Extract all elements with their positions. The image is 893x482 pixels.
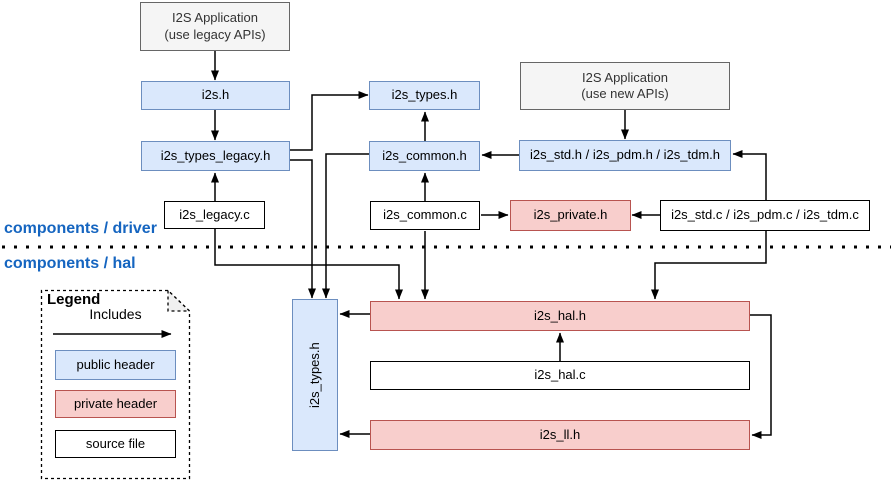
node-i2s-std-pdm-tdm-h: i2s_std.h / i2s_pdm.h / i2s_tdm.h bbox=[519, 140, 731, 171]
node-label-line2: (use legacy APIs) bbox=[164, 26, 266, 42]
node-label-line2: (use new APIs) bbox=[581, 86, 669, 101]
edge-i2s-std-c-to-i2s-std-h bbox=[732, 150, 767, 200]
node-i2s-common-h: i2s_common.h bbox=[369, 141, 480, 171]
node-i2s-application-legacy: I2S Application (use legacy APIs) bbox=[140, 2, 290, 51]
node-label-line1: I2S Application bbox=[581, 69, 668, 85]
node-label-rotated: i2s_types.h bbox=[306, 342, 322, 408]
edge-i2s-std-c-to-i2s-hal-h bbox=[651, 230, 767, 300]
edge-i2s-types-legacy-h-to-i2s-types-h-hal bbox=[290, 159, 316, 299]
legend-title: Legend bbox=[47, 291, 101, 308]
edge-i2s-types-legacy-h-to-i2s-types-h-driver bbox=[290, 91, 369, 151]
node-i2s-h: i2s.h bbox=[141, 81, 290, 110]
node-i2s-types-legacy-h: i2s_types_legacy.h bbox=[141, 141, 290, 171]
node-i2s-std-pdm-tdm-c: i2s_std.c / i2s_pdm.c / i2s_tdm.c bbox=[660, 200, 870, 231]
section-label-hal: components / hal bbox=[4, 255, 136, 272]
section-label-driver: components / driver bbox=[4, 220, 157, 237]
node-i2s-hal-h: i2s_hal.h bbox=[370, 301, 750, 331]
node-label-line1: I2S Application bbox=[171, 10, 258, 26]
node-i2s-types-h-hal: i2s_types.h bbox=[292, 299, 338, 451]
edge-i2s-hal-h-to-i2s-ll-h bbox=[750, 314, 772, 439]
edge-i2s-common-h-to-i2s-types-h-hal bbox=[322, 153, 371, 299]
node-i2s-types-h-driver: i2s_types.h bbox=[369, 81, 480, 110]
node-i2s-hal-c: i2s_hal.c bbox=[370, 361, 750, 390]
node-i2s-common-c: i2s_common.c bbox=[370, 201, 480, 230]
node-i2s-application-new: I2S Application (use new APIs) bbox=[520, 62, 730, 110]
node-i2s-private-h: i2s_private.h bbox=[510, 200, 631, 231]
node-i2s-legacy-c: i2s_legacy.c bbox=[164, 201, 265, 229]
legend-private-header-swatch: private header bbox=[55, 390, 176, 418]
legend-includes-label: Includes bbox=[89, 306, 142, 322]
legend-source-file-swatch: source file bbox=[55, 430, 176, 458]
legend-public-header-swatch: public header bbox=[55, 350, 176, 380]
edge-i2s-legacy-c-to-i2s-hal-h bbox=[214, 229, 403, 300]
node-i2s-ll-h: i2s_ll.h bbox=[370, 420, 750, 450]
